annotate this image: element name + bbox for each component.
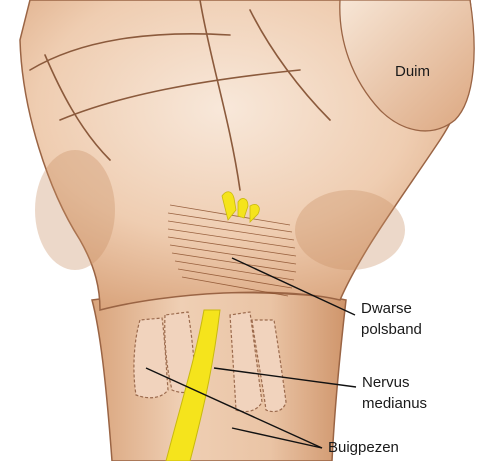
transverse-ligament-label-line1: Dwarse	[361, 300, 412, 318]
thumb-label: Duim	[395, 63, 430, 81]
median-nerve-label-line2: medianus	[362, 395, 427, 413]
flexor-tendons-label: Buigpezen	[328, 439, 399, 457]
transverse-ligament-label-line2: polsband	[361, 321, 422, 339]
median-nerve-label-line1: Nervus	[362, 374, 410, 392]
